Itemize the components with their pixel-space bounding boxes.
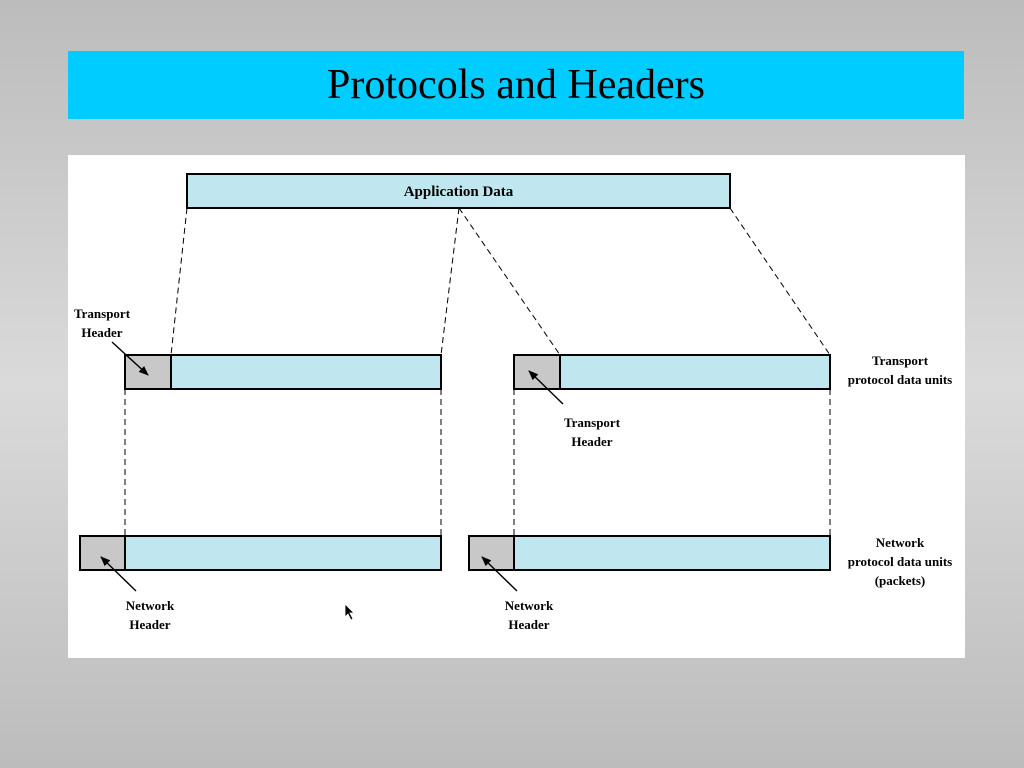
title-bar: Protocols and Headers bbox=[68, 51, 964, 119]
protocol-diagram bbox=[79, 173, 831, 621]
transport-pdu-left-data bbox=[124, 354, 442, 390]
slide-title: Protocols and Headers bbox=[327, 62, 705, 108]
network-pdu-left-data bbox=[79, 535, 442, 571]
network-header-right-label: Network Header bbox=[504, 598, 554, 632]
transport-header-right-label: Transport Header bbox=[563, 415, 621, 449]
transport-pdu-label: Transport protocol data units bbox=[847, 353, 953, 387]
arrow-network-header-left bbox=[100, 556, 137, 592]
application-to-transport-lines bbox=[170, 207, 831, 356]
network-pdu-label: Network protocol data units (packets) bbox=[847, 535, 953, 588]
mouse-cursor-icon bbox=[344, 603, 355, 621]
transport-to-network-lines bbox=[124, 389, 831, 536]
arrow-transport-header-right bbox=[528, 370, 564, 405]
network-header-right bbox=[468, 535, 515, 571]
arrow-network-header-right bbox=[481, 556, 518, 592]
header-arrows bbox=[100, 341, 564, 592]
diagram-panel: Application Data Transport Header Transp… bbox=[68, 155, 965, 658]
transport-header-left-label: Transport Header bbox=[73, 306, 131, 340]
network-header-left-label: Network Header bbox=[125, 598, 175, 632]
arrow-transport-header-left bbox=[111, 341, 149, 376]
application-data-box bbox=[186, 173, 731, 209]
network-pdu-right-data bbox=[468, 535, 831, 571]
transport-pdu-right-data bbox=[513, 354, 831, 390]
application-data-label: Application Data bbox=[403, 184, 514, 200]
transport-header-right bbox=[513, 354, 561, 390]
network-header-left bbox=[79, 535, 126, 571]
